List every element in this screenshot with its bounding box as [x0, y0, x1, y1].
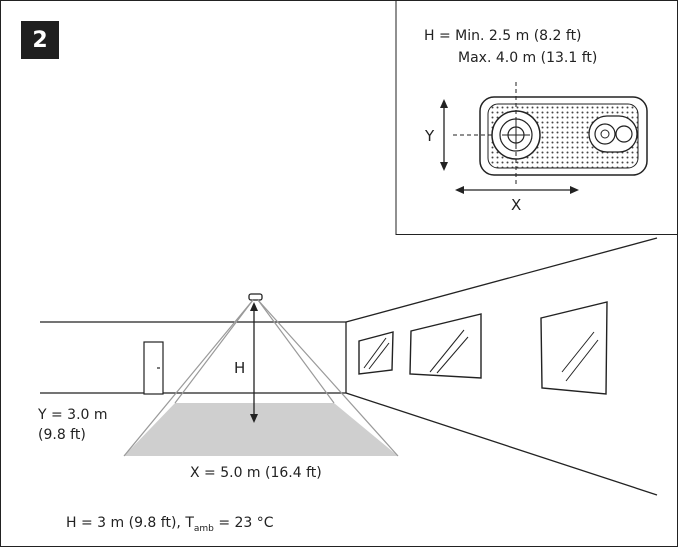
inset-height-min: H = Min. 2.5 m (8.2 ft)	[424, 28, 582, 44]
height-label: H	[234, 359, 245, 377]
door	[143, 341, 164, 395]
window-1	[358, 331, 394, 375]
detection-cone	[123, 299, 399, 457]
coverage-y-line1: Y = 3.0 m	[37, 407, 108, 423]
conditions-prefix: H = 3 m (9.8 ft), T	[66, 515, 194, 531]
coverage-x-label: X = 5.0 m (16.4 ft)	[190, 465, 322, 481]
room-scene: H Y = 3.0 m (9.8 ft) X = 5.0 m (16.4 ft)	[37, 237, 658, 496]
inset-y-label: Y	[424, 127, 435, 145]
test-conditions: H = 3 m (9.8 ft), Tamb = 23 °C	[66, 515, 274, 534]
detection-area	[124, 403, 398, 456]
window-2	[409, 313, 482, 379]
ceiling-edge	[345, 237, 658, 323]
x-axis-arrow	[455, 186, 579, 194]
sensor-top-view	[453, 82, 648, 186]
conditions-suffix: = 23 °C	[214, 515, 274, 531]
y-axis-arrow	[440, 99, 448, 171]
sensor-led-2	[615, 125, 633, 143]
window-3	[540, 301, 608, 395]
sensor-led-1-core	[600, 129, 610, 139]
inset-x-label: X	[511, 196, 521, 214]
floor-edge	[345, 392, 658, 496]
coverage-y-line2: (9.8 ft)	[38, 427, 86, 443]
height-arrow	[250, 302, 258, 423]
conditions-subscript: amb	[194, 524, 214, 534]
inset-panel: H = Min. 2.5 m (8.2 ft) Max. 4.0 m (13.1…	[395, 0, 678, 235]
ceiling-sensor	[248, 293, 263, 301]
inset-height-max: Max. 4.0 m (13.1 ft)	[458, 50, 597, 66]
step-number-badge: 2	[21, 21, 59, 59]
